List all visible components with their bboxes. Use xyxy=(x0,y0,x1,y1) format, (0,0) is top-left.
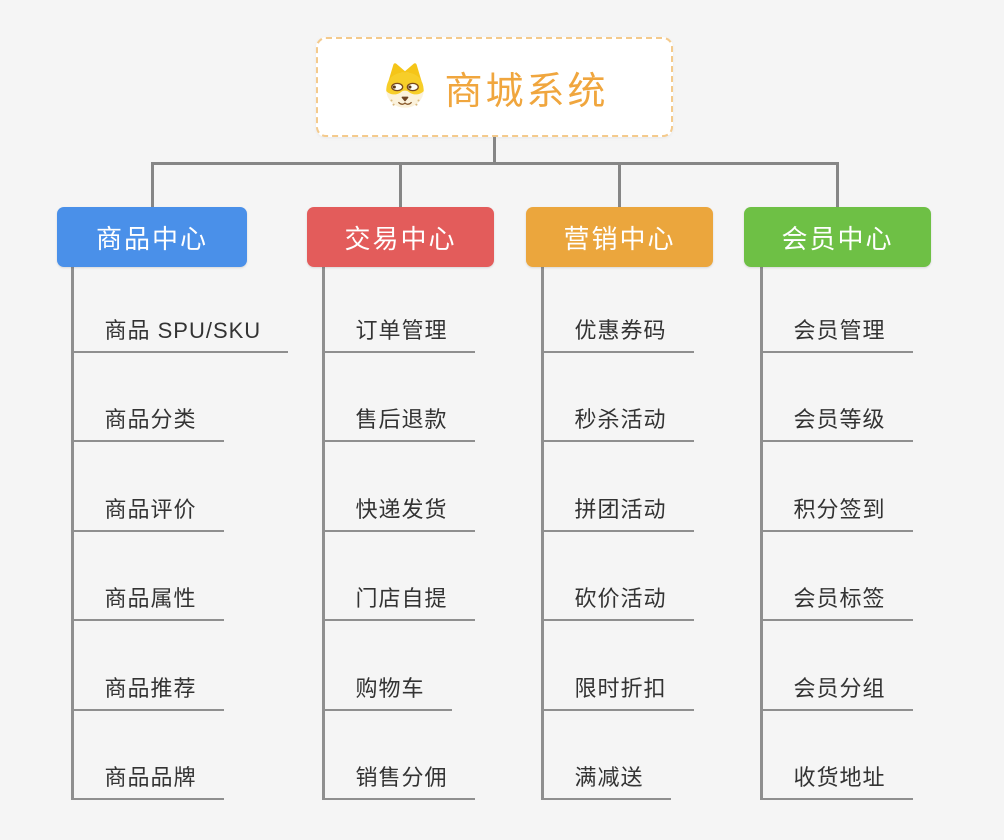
branch-trunk-line-1 xyxy=(321,267,325,800)
branch-children-0: 商品 SPU/SKU 商品分类商品评价商品属性商品推荐商品品牌 xyxy=(70,264,289,800)
child-row: 商品 SPU/SKU xyxy=(70,264,289,353)
branch-trunk-line-2 xyxy=(540,267,544,800)
child-topic[interactable]: 砍价活动 xyxy=(540,581,694,622)
child-row: 满减送 xyxy=(540,711,694,800)
child-topic[interactable]: 购物车 xyxy=(321,671,452,711)
child-row: 商品品牌 xyxy=(70,711,289,800)
child-row: 会员等级 xyxy=(759,353,913,443)
child-topic[interactable]: 商品 SPU/SKU xyxy=(70,313,289,353)
child-topic[interactable]: 限时折扣 xyxy=(540,671,694,711)
branch-box-0[interactable]: 商品中心 xyxy=(57,207,247,267)
child-row: 收货地址 xyxy=(759,711,913,800)
child-topic[interactable]: 拼团活动 xyxy=(540,492,694,532)
root-topic[interactable]: 商城系统 xyxy=(316,37,673,137)
child-row: 会员分组 xyxy=(759,621,913,711)
child-row: 售后退款 xyxy=(321,353,475,443)
child-topic[interactable]: 售后退款 xyxy=(321,402,475,443)
child-topic[interactable]: 秒杀活动 xyxy=(540,402,694,443)
root-title: 商城系统 xyxy=(444,70,609,113)
child-row: 限时折扣 xyxy=(540,621,694,711)
child-row: 商品推荐 xyxy=(70,621,289,711)
child-topic[interactable]: 快递发货 xyxy=(321,492,475,532)
child-topic[interactable]: 商品属性 xyxy=(70,581,224,622)
branch-box-1[interactable]: 交易中心 xyxy=(307,207,494,267)
child-row: 订单管理 xyxy=(321,264,475,353)
child-topic[interactable]: 优惠券码 xyxy=(540,313,694,353)
child-row: 门店自提 xyxy=(321,532,475,622)
child-row: 商品分类 xyxy=(70,353,289,443)
child-topic[interactable]: 会员标签 xyxy=(759,581,913,622)
child-topic[interactable]: 商品评价 xyxy=(70,492,224,532)
branch-drop-line-2 xyxy=(618,162,621,207)
branch-trunk-line-3 xyxy=(759,267,763,800)
branch-drop-line-0 xyxy=(150,162,154,207)
child-row: 商品属性 xyxy=(70,532,289,622)
child-row: 拼团活动 xyxy=(540,442,694,532)
shiba-dog-icon xyxy=(380,61,430,113)
child-row: 积分签到 xyxy=(759,442,913,532)
child-row: 快递发货 xyxy=(321,442,475,532)
child-topic[interactable]: 订单管理 xyxy=(321,313,475,353)
child-row: 商品评价 xyxy=(70,442,289,532)
child-row: 砍价活动 xyxy=(540,532,694,622)
child-topic[interactable]: 会员管理 xyxy=(759,313,913,353)
child-row: 优惠券码 xyxy=(540,264,694,353)
child-row: 销售分佣 xyxy=(321,711,475,800)
branch-drop-line-3 xyxy=(836,162,839,207)
branch-box-2[interactable]: 营销中心 xyxy=(526,207,713,267)
branch-trunk-line-0 xyxy=(70,267,74,800)
branch-children-2: 优惠券码秒杀活动拼团活动砍价活动限时折扣满减送 xyxy=(540,264,694,800)
child-topic[interactable]: 商品品牌 xyxy=(70,760,224,800)
branch-children-1: 订单管理售后退款快递发货门店自提购物车销售分佣 xyxy=(321,264,475,800)
child-topic[interactable]: 收货地址 xyxy=(759,760,913,800)
branch-drop-line-1 xyxy=(399,162,402,207)
child-topic[interactable]: 销售分佣 xyxy=(321,760,475,800)
child-topic[interactable]: 会员分组 xyxy=(759,671,913,711)
child-row: 会员管理 xyxy=(759,264,913,353)
child-topic[interactable]: 满减送 xyxy=(540,760,671,800)
branch-box-3[interactable]: 会员中心 xyxy=(744,207,931,267)
child-topic[interactable]: 商品推荐 xyxy=(70,671,224,711)
root-stem-line xyxy=(493,137,496,165)
child-row: 会员标签 xyxy=(759,532,913,622)
child-row: 秒杀活动 xyxy=(540,353,694,443)
branch-bus-line xyxy=(150,162,839,165)
child-topic[interactable]: 商品分类 xyxy=(70,402,224,443)
child-topic[interactable]: 门店自提 xyxy=(321,581,475,622)
child-topic[interactable]: 积分签到 xyxy=(759,492,913,532)
child-row: 购物车 xyxy=(321,621,475,711)
child-topic[interactable]: 会员等级 xyxy=(759,402,913,443)
branch-children-3: 会员管理会员等级积分签到会员标签会员分组收货地址 xyxy=(759,264,913,800)
